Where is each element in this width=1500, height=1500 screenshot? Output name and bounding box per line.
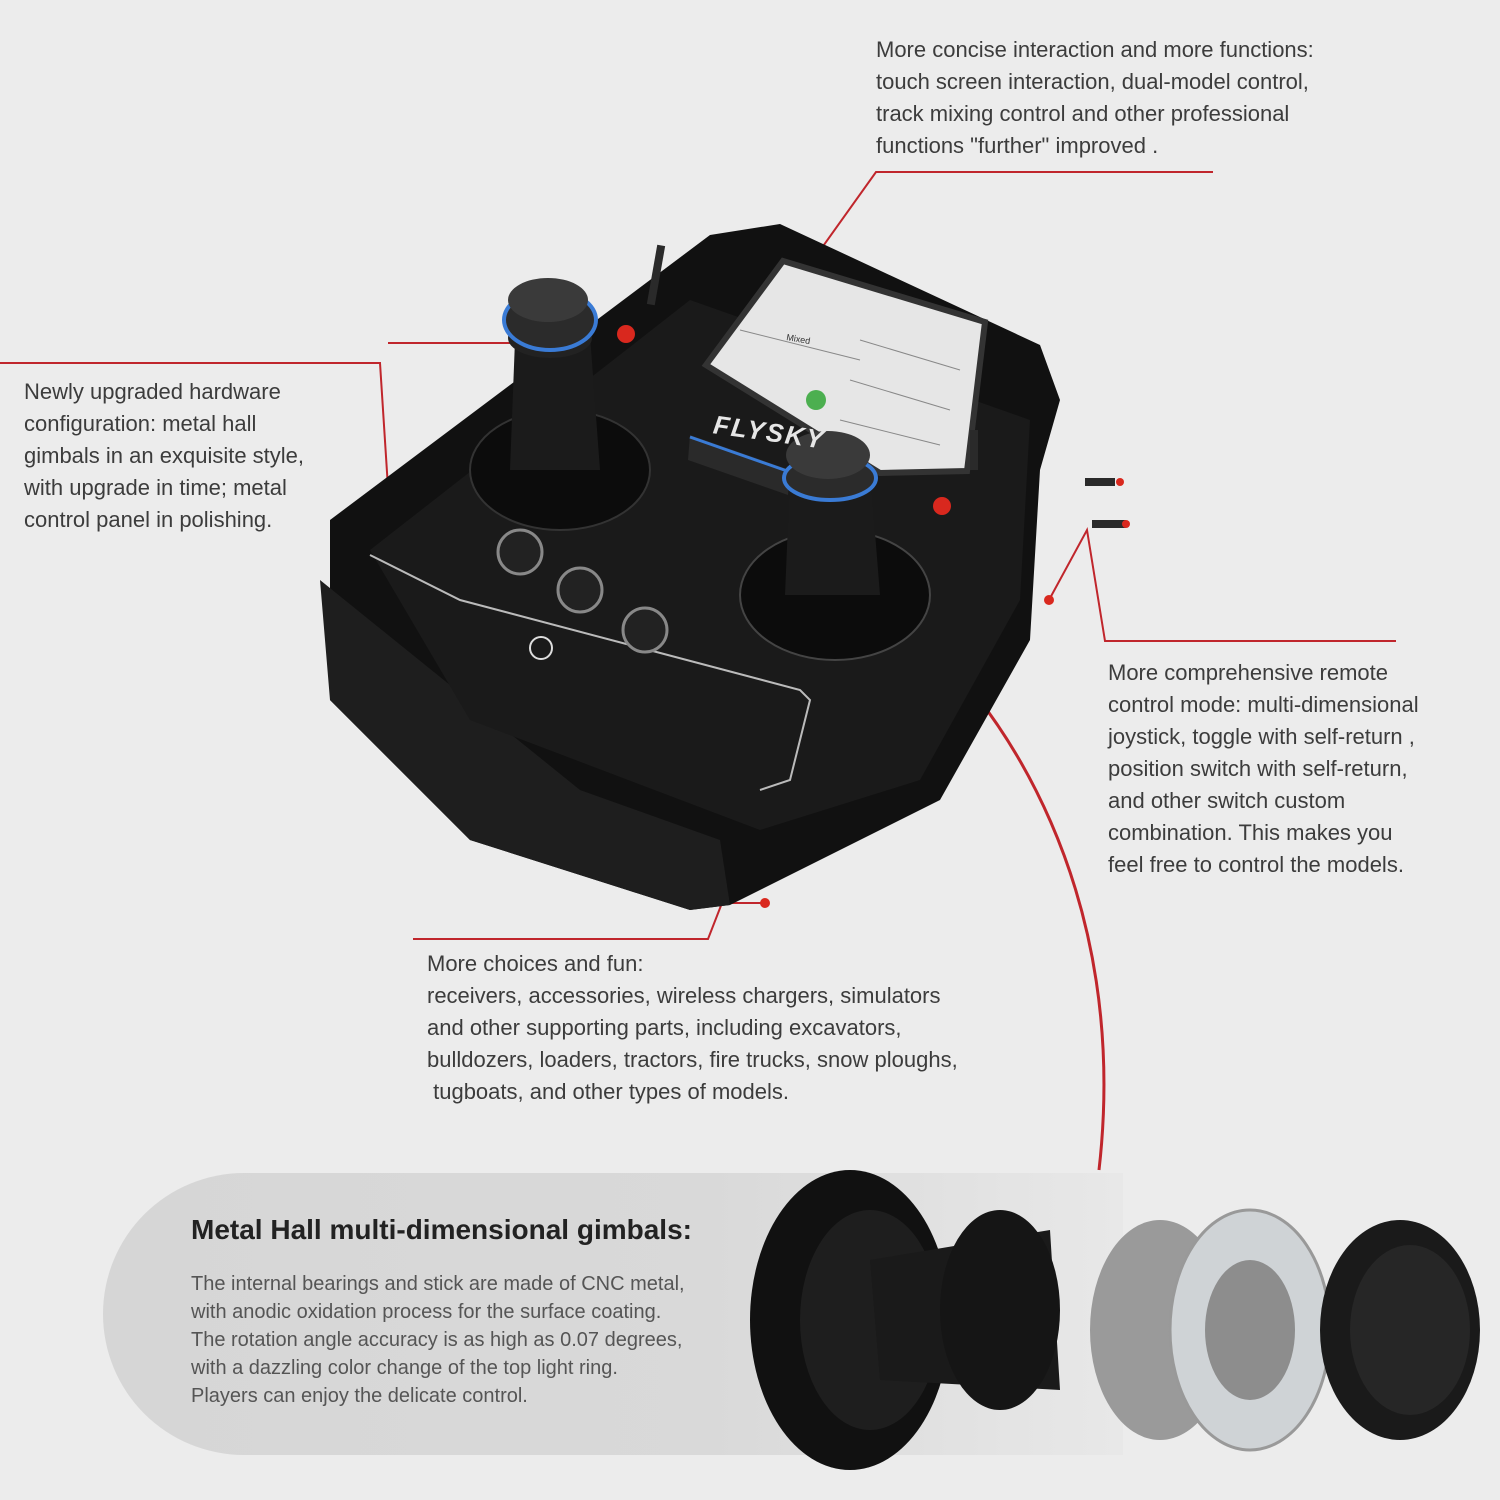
callout-line: control panel in polishing. xyxy=(24,507,273,532)
callout-line: track mixing control and other professio… xyxy=(876,101,1290,126)
gimbal-exploded-illustration xyxy=(750,1170,1480,1470)
callout-line: Newly upgraded hardware xyxy=(24,379,281,404)
callout-interaction: More concise interaction and more functi… xyxy=(876,34,1436,162)
callout-line: functions "further" improved . xyxy=(876,133,1159,158)
panel-line: Players can enjoy the delicate control. xyxy=(191,1385,528,1407)
leader-choices xyxy=(413,902,763,940)
callout-line: touch screen interaction, dual-model con… xyxy=(876,69,1309,94)
panel-line: The rotation angle accuracy is as high a… xyxy=(191,1329,683,1351)
callout-control-mode: More comprehensive remote control mode: … xyxy=(1108,657,1488,881)
callout-line: More choices and fun: xyxy=(427,951,644,976)
callout-line: tugboats, and other types of models. xyxy=(427,1079,790,1104)
gimbal-panel-body: The internal bearings and stick are made… xyxy=(191,1270,751,1410)
callout-line: with upgrade in time; metal xyxy=(24,475,287,500)
controller-body: Mixed xyxy=(320,224,1130,910)
callout-line: bulldozers, loaders, tractors, fire truc… xyxy=(427,1047,958,1072)
callout-line: position switch with self-return, xyxy=(1108,756,1408,781)
callout-dot-switch xyxy=(1044,595,1054,605)
callout-line: control mode: multi-dimensional xyxy=(1108,692,1419,717)
callout-hardware: Newly upgraded hardware configuration: m… xyxy=(24,376,354,536)
leader-control-mode xyxy=(1048,526,1396,642)
screen-mode-label: Mixed xyxy=(786,332,811,346)
callout-line: combination. This makes you xyxy=(1108,820,1393,845)
callout-dot-choices xyxy=(760,898,770,908)
panel-line: with anodic oxidation process for the su… xyxy=(191,1301,662,1323)
callout-line: More concise interaction and more functi… xyxy=(876,37,1314,62)
callout-line: configuration: metal hall xyxy=(24,411,257,436)
callout-line: joystick, toggle with self-return , xyxy=(1108,724,1415,749)
callout-line: and other supporting parts, including ex… xyxy=(427,1015,902,1040)
callout-line: gimbals in an exquisite style, xyxy=(24,443,305,468)
callout-choices: More choices and fun: receivers, accesso… xyxy=(427,948,1047,1108)
callout-line: receivers, accessories, wireless charger… xyxy=(427,983,941,1008)
callout-line: More comprehensive remote xyxy=(1108,660,1389,685)
callout-line: feel free to control the models. xyxy=(1108,852,1404,877)
gimbal-panel-title: Metal Hall multi-dimensional gimbals: xyxy=(191,1214,692,1245)
callout-line: and other switch custom xyxy=(1108,788,1346,813)
panel-line: The internal bearings and stick are made… xyxy=(191,1273,685,1295)
panel-line: with a dazzling color change of the top … xyxy=(191,1357,618,1379)
